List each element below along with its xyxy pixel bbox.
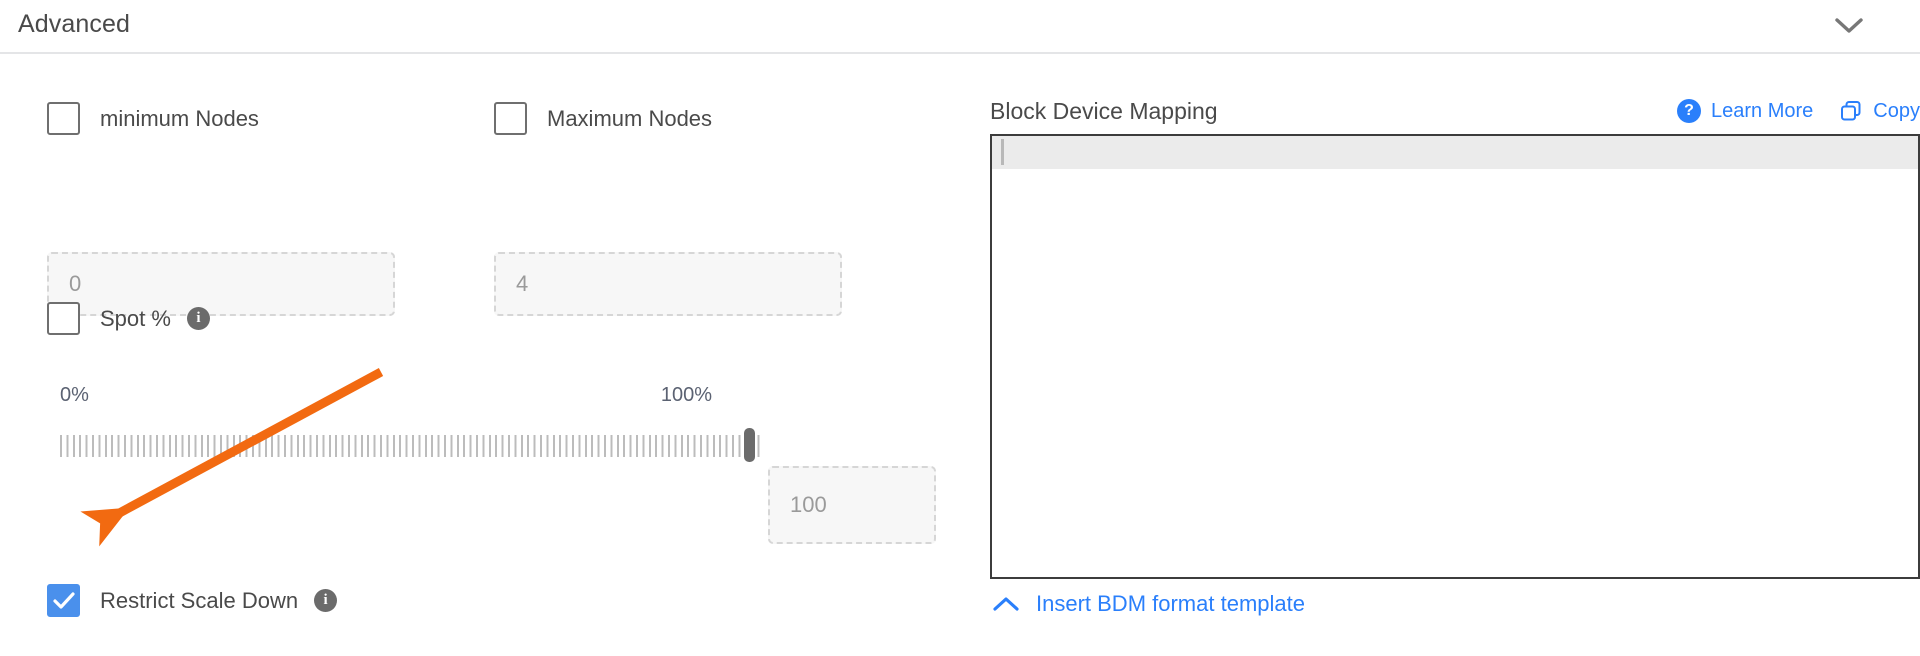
restrict-scale-down-label: Restrict Scale Down (100, 587, 299, 613)
maximum-nodes-row: Maximum Nodes (494, 102, 712, 135)
spot-percent-value: 100 (790, 492, 827, 517)
section-body: minimum Nodes 0 Maximum Nodes 4 Spot % i (0, 54, 1920, 656)
chevron-down-icon (1835, 18, 1863, 33)
help-circle-icon: ? (1677, 99, 1702, 123)
minimum-nodes-checkbox[interactable] (47, 102, 80, 135)
slider-labels: 0% 100% (60, 384, 760, 410)
learn-more-label: Learn More (1711, 99, 1814, 122)
minimum-nodes-row: minimum Nodes (47, 102, 259, 135)
restrict-scale-down-row: Restrict Scale Down i (47, 584, 338, 617)
restrict-scale-down-checkbox[interactable] (47, 584, 80, 617)
copy-icon (1839, 99, 1863, 123)
slider-handle[interactable] (744, 428, 755, 462)
insert-bdm-template-label: Insert BDM format template (1036, 591, 1305, 616)
maximum-nodes-input[interactable]: 4 (494, 252, 842, 316)
restrict-scale-down-info-icon[interactable]: i (314, 589, 338, 612)
learn-more-link[interactable]: ? Learn More (1677, 99, 1813, 123)
copy-label: Copy (1873, 99, 1920, 122)
collapse-section-button[interactable] (1828, 5, 1870, 47)
block-device-mapping-actions: ? Learn More Copy (1677, 99, 1920, 123)
maximum-nodes-label: Maximum Nodes (547, 105, 713, 131)
minimum-nodes-input[interactable]: 0 (47, 252, 395, 316)
minimum-nodes-label: minimum Nodes (100, 105, 259, 131)
chevron-up-icon (992, 596, 1020, 613)
section-header: Advanced (0, 0, 1920, 54)
slider-max-label: 100% (660, 384, 712, 406)
spot-percent-slider[interactable] (60, 428, 760, 462)
maximum-nodes-input-value: 4 (516, 271, 529, 296)
right-column: Block Device Mapping ? Learn More (990, 54, 1920, 656)
minimum-nodes-input-value: 0 (69, 271, 82, 296)
insert-bdm-template-link[interactable]: Insert BDM format template (992, 591, 1305, 617)
spot-percent-value-input[interactable]: 100 (768, 466, 936, 544)
spot-percent-row: Spot % i (47, 302, 210, 335)
slider-min-label: 0% (60, 384, 89, 406)
spot-percent-info-icon[interactable]: i (186, 307, 210, 330)
spot-percent-slider-group: 0% 100% (60, 384, 760, 462)
spot-percent-label: Spot % (100, 305, 171, 331)
block-device-mapping-editor[interactable] (990, 134, 1920, 579)
left-column: minimum Nodes 0 Maximum Nodes 4 Spot % i (0, 54, 960, 656)
slider-tick-marks (60, 435, 760, 457)
checkmark-icon (52, 591, 75, 609)
maximum-nodes-checkbox[interactable] (494, 102, 527, 135)
block-device-mapping-header: Block Device Mapping ? Learn More (990, 94, 1920, 128)
copy-button[interactable]: Copy (1839, 99, 1920, 123)
editor-caret (1001, 139, 1004, 165)
page-title: Advanced (18, 9, 130, 38)
block-device-mapping-title: Block Device Mapping (990, 97, 1218, 124)
editor-active-line (992, 136, 1918, 169)
spot-percent-checkbox[interactable] (47, 302, 80, 335)
